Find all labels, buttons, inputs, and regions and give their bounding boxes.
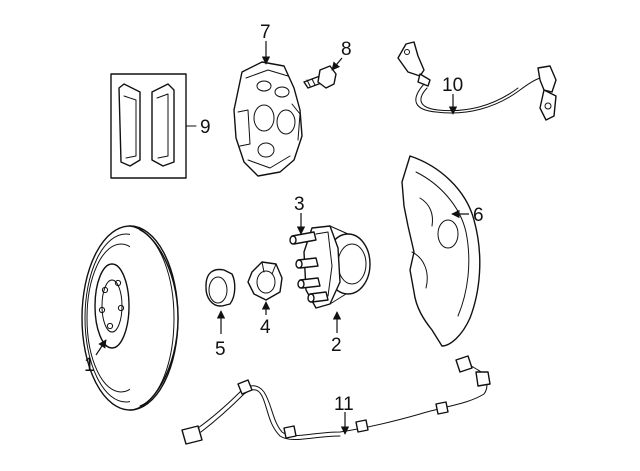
caliper-bolt [303, 65, 337, 89]
brake-pad-set [110, 73, 197, 179]
callout-2: 2 [331, 335, 342, 356]
leader-arrows [95, 41, 469, 435]
hub-bearing-assembly [303, 225, 371, 309]
callout-7: 7 [260, 22, 271, 43]
splash-shield [401, 155, 481, 347]
axle-nut [247, 261, 283, 301]
callout-3: 3 [294, 194, 305, 215]
callout-9: 9 [200, 117, 211, 138]
callout-6: 6 [473, 205, 484, 226]
callout-labels: 1 2 3 4 5 6 7 8 9 10 11 [84, 22, 484, 415]
callout-8: 8 [341, 39, 352, 60]
wheel-speed-sensor [181, 355, 491, 445]
callout-5: 5 [215, 339, 226, 360]
brake-hose [397, 41, 557, 121]
callout-10: 10 [442, 75, 463, 96]
callout-11: 11 [334, 394, 354, 415]
callout-4: 4 [260, 317, 271, 338]
brake-caliper [233, 61, 303, 177]
callout-1: 1 [84, 355, 95, 376]
brake-rotor [81, 225, 179, 411]
wheel-studs [289, 231, 329, 303]
dust-cap [205, 268, 236, 307]
